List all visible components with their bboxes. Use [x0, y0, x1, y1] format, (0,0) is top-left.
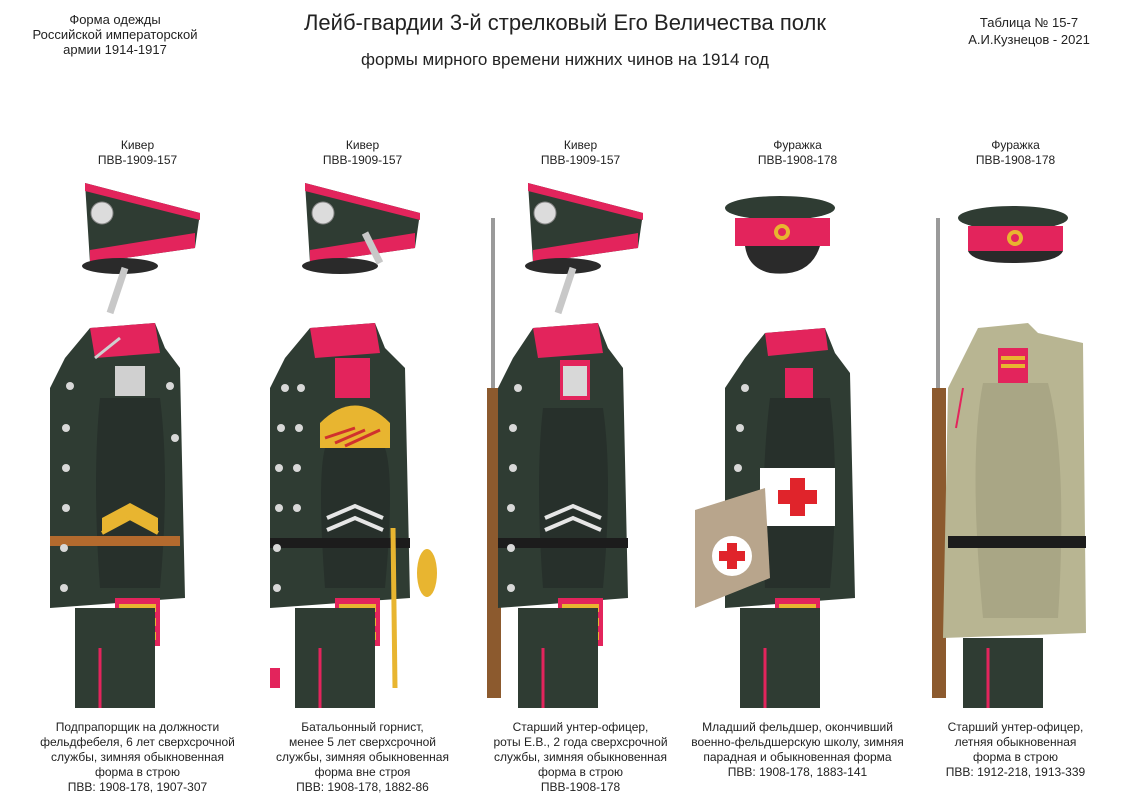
caption-line: форма в строю [94, 765, 181, 779]
headgear-ref: ПВВ-1909-157 [540, 153, 621, 167]
figure-caption: Старший унтер-офицер, роты Е.В., 2 года … [467, 720, 694, 795]
headgear-label: Кивер ПВВ-1909-157 [30, 138, 245, 168]
caption-line: Батальонный горнист, [301, 720, 424, 734]
headgear-name: Кивер [563, 138, 598, 152]
figure-caption: Подпрапорщик на должности фельдфебеля, 6… [24, 720, 251, 795]
tunic-icon [50, 323, 185, 708]
caption-line: ПВВ: 1908-178, 1907-307 [67, 780, 208, 794]
caption-line: менее 5 лет сверхсрочной [288, 735, 436, 749]
rifle-icon [932, 388, 946, 698]
caption-line: парадная и обыкновенная форма [703, 750, 892, 764]
headgear-name: Кивер [120, 138, 155, 152]
caption-line: летняя обыкновенная [954, 735, 1077, 749]
table-number: Таблица № 15-7 [979, 15, 1079, 30]
header-left-line: Форма одежды [69, 12, 161, 27]
figure-4: Фуражка ПВВ-1908-178 [690, 138, 905, 798]
caption-line: Младший фельдшер, окончивший [702, 720, 893, 734]
tunic-icon [498, 323, 628, 708]
caption-line: службы, зимняя обыкновенная [276, 750, 449, 764]
caption-line: ПВВ: 1912-218, 1913-339 [945, 765, 1086, 779]
headgear-ref: ПВВ-1909-157 [97, 153, 178, 167]
caption-line: форма в строю [537, 765, 624, 779]
caption-line: ПВВ: 1908-178, 1883-141 [727, 765, 868, 779]
headgear-ref: ПВВ-1908-178 [975, 153, 1056, 167]
caption-line: службы, зимняя обыкновенная [51, 750, 224, 764]
tunic-icon [695, 328, 855, 708]
figure-caption: Младший фельдшер, окончивший военно-фель… [684, 720, 911, 780]
caption-line: Старший унтер-офицер, [947, 720, 1084, 734]
figure-caption: Старший унтер-офицер, летняя обыкновенна… [902, 720, 1129, 780]
figure-5: Фуражка ПВВ-1908-178 Старший унтер-офице… [908, 138, 1123, 798]
headgear-name: Фуражка [773, 138, 822, 152]
caption-line: форма в строю [972, 750, 1059, 764]
caption-line: фельдфебеля, 6 лет сверхсрочной [40, 735, 235, 749]
rifle-icon [487, 388, 501, 698]
headgear-ref: ПВВ-1909-157 [322, 153, 403, 167]
service-cap-icon [725, 196, 835, 274]
uniform-illustration [932, 206, 1086, 708]
caption-line: Старший унтер-офицер, [512, 720, 649, 734]
uniform-illustration [695, 196, 855, 708]
headgear-ref: ПВВ-1908-178 [757, 153, 838, 167]
headgear-label: Кивер ПВВ-1909-157 [473, 138, 688, 168]
tunic-icon [270, 323, 437, 708]
headgear-label: Фуражка ПВВ-1908-178 [908, 138, 1123, 168]
service-cap-icon [958, 206, 1068, 263]
caption-line: ПВВ: 1908-178, 1882-86 [296, 780, 429, 794]
figure-caption: Батальонный горнист, менее 5 лет сверхср… [249, 720, 476, 795]
red-cross-icon [719, 543, 745, 569]
header-left-block: Форма одежды Российской императорской ар… [20, 12, 210, 57]
red-cross-icon [778, 478, 817, 516]
author-credit: А.И.Кузнецов - 2021 [968, 32, 1090, 47]
caption-line: ПВВ-1908-178 [540, 780, 621, 794]
shako-icon [302, 183, 420, 274]
caption-line: форма вне строя [314, 765, 411, 779]
headgear-label: Кивер ПВВ-1909-157 [255, 138, 470, 168]
page-subtitle: формы мирного времени нижних чинов на 19… [361, 50, 769, 69]
headgear-label: Фуражка ПВВ-1908-178 [690, 138, 905, 168]
page-title: Лейб-гвардии 3-й стрелковый Его Величест… [303, 10, 827, 35]
uniform-illustration [487, 183, 643, 708]
uniform-illustration [270, 183, 437, 708]
figure-1: Кивер ПВВ-1909-157 [30, 138, 245, 798]
shako-icon [82, 183, 200, 315]
figure-3: Кивер ПВВ-1909-157 [473, 138, 688, 798]
caption-line: военно-фельдшерскую школу, зимняя [691, 735, 904, 749]
caption-line: Подпрапорщик на должности [55, 720, 220, 734]
figure-2: Кивер ПВВ-1909-157 [255, 138, 470, 798]
shako-icon [525, 183, 643, 315]
headgear-name: Фуражка [991, 138, 1040, 152]
caption-line: роты Е.В., 2 года сверхсрочной [493, 735, 668, 749]
header-left-line: Российской императорской [32, 27, 198, 42]
header-right-block: Таблица № 15-7 А.И.Кузнецов - 2021 [949, 14, 1109, 48]
caption-line: службы, зимняя обыкновенная [494, 750, 667, 764]
uniform-illustration [50, 183, 200, 708]
header-left-line: армии 1914-1917 [63, 42, 167, 57]
headgear-name: Кивер [345, 138, 380, 152]
tunic-icon [943, 323, 1086, 708]
